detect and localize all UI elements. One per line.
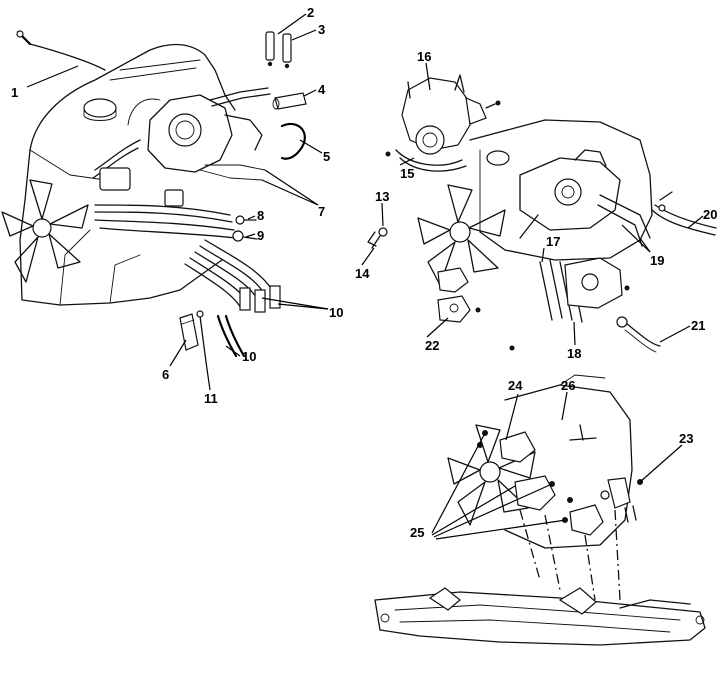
mount-bracket-small bbox=[437, 267, 481, 323]
dipstick bbox=[16, 30, 106, 71]
cooling-fan-right bbox=[417, 184, 506, 286]
callout-15: 15 bbox=[400, 166, 414, 181]
clip-bolts bbox=[232, 215, 258, 242]
pump-assembly bbox=[385, 74, 501, 172]
hose-segment bbox=[272, 92, 307, 110]
cooling-fan-left bbox=[1, 179, 89, 283]
callout-4: 4 bbox=[318, 82, 326, 97]
callout-10b: 10 bbox=[242, 349, 256, 364]
callout-24: 24 bbox=[508, 378, 523, 393]
spark-plug-wires bbox=[94, 204, 281, 313]
wire-harness bbox=[651, 191, 717, 236]
callout-9: 9 bbox=[257, 228, 264, 243]
frame-crossmember bbox=[374, 587, 706, 646]
small-clip bbox=[367, 227, 388, 249]
callout-25: 25 bbox=[410, 525, 424, 540]
callout-2: 2 bbox=[307, 5, 314, 20]
callout-22: 22 bbox=[425, 338, 439, 353]
engine-mount-view bbox=[374, 374, 706, 646]
callout-21: 21 bbox=[691, 318, 705, 333]
callout-8: 8 bbox=[257, 208, 264, 223]
callout-20: 20 bbox=[703, 207, 717, 222]
callout-23: 23 bbox=[679, 431, 693, 446]
callout-16: 16 bbox=[417, 49, 431, 64]
callout-13: 13 bbox=[375, 189, 389, 204]
intake-assembly-left bbox=[92, 87, 271, 207]
callout-26: 26 bbox=[561, 378, 575, 393]
vacuum-connectors bbox=[265, 31, 292, 69]
callout-1: 1 bbox=[11, 85, 18, 100]
engine-left-view bbox=[1, 30, 307, 363]
cable-connector bbox=[616, 316, 661, 353]
callout-3: 3 bbox=[318, 22, 325, 37]
callout-19: 19 bbox=[650, 253, 664, 268]
curved-hose bbox=[280, 123, 306, 160]
manifold-piece bbox=[509, 257, 630, 351]
callout-11: 11 bbox=[204, 391, 218, 406]
loose-hoses bbox=[179, 310, 246, 363]
callout-labels: 1 2 3 4 5 6 7 8 9 10 10 11 13 14 15 16 1… bbox=[11, 5, 717, 540]
callout-5: 5 bbox=[323, 149, 330, 164]
engine-right-view bbox=[367, 74, 717, 353]
leader-lines bbox=[26, 13, 704, 540]
callout-17: 17 bbox=[546, 234, 560, 249]
callout-14: 14 bbox=[355, 266, 370, 281]
intake-assembly-right bbox=[519, 149, 651, 247]
callout-18: 18 bbox=[567, 346, 581, 361]
callout-10a: 10 bbox=[329, 305, 343, 320]
callout-6: 6 bbox=[162, 367, 169, 382]
callout-7: 7 bbox=[318, 204, 325, 219]
engine-mounts bbox=[477, 430, 643, 536]
